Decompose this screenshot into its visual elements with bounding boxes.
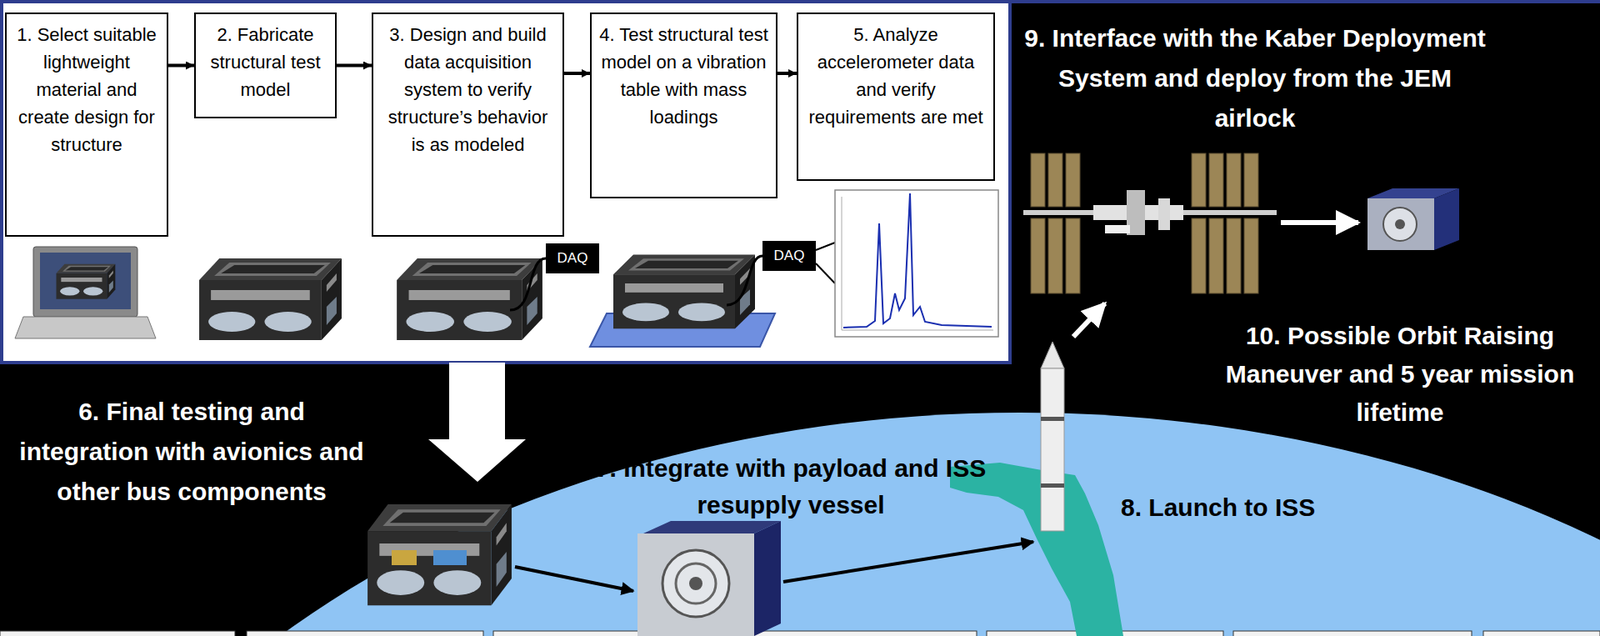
accelerometer-plot (835, 190, 999, 337)
daq-box: DAQ (545, 243, 600, 274)
stage-label: 8. Launch to ISS (1120, 487, 1315, 528)
laptop-icon (15, 246, 156, 339)
flow-arrow (428, 362, 526, 482)
integrated-structure (367, 504, 512, 605)
integrated-structure (367, 504, 512, 605)
process-box: 4. Test structural test model on a vibra… (590, 12, 778, 199)
flow-arrow (1280, 220, 1359, 225)
box-text: 1. Select suitable lightweight material … (13, 20, 160, 159)
structure-model (613, 255, 755, 330)
laptop-icon (40, 252, 131, 310)
cubesat (662, 550, 730, 617)
box-text: DAQ (774, 247, 805, 265)
space-station (1191, 218, 1206, 294)
rocket (1040, 341, 1065, 369)
integrated-structure (433, 550, 467, 565)
structure-model (613, 255, 755, 330)
bottom-strip (0, 630, 1600, 636)
space-station (1209, 153, 1224, 207)
bottom-strip (1483, 630, 1600, 636)
structure-model (396, 258, 543, 340)
flow-arrow (777, 71, 797, 75)
bottom-strip (0, 630, 235, 636)
laptop-icon (15, 316, 156, 339)
deployed-cubesat (1395, 219, 1405, 230)
box-text: DAQ (557, 250, 589, 267)
daq-wire (815, 242, 835, 250)
daq-wire (510, 258, 546, 310)
process-box: 2. Fabricate structural test model (194, 12, 337, 119)
flow-arrow (428, 362, 526, 482)
space-station (1226, 153, 1241, 207)
accelerometer-plot (835, 190, 999, 337)
space-station (1030, 153, 1045, 207)
process-box: 1. Select suitable lightweight material … (5, 12, 169, 237)
box-text: 3. Design and build data acquisition sys… (380, 20, 556, 159)
rocket (1040, 368, 1065, 531)
deployed-cubesat (1383, 207, 1417, 241)
process-box: 3. Design and build data acquisition sys… (371, 12, 565, 237)
cubesat (637, 520, 781, 636)
space-station (1105, 225, 1130, 234)
space-station (1048, 218, 1063, 294)
flow-arrow (564, 71, 590, 75)
flow-arrow (515, 566, 634, 591)
space-station (1226, 218, 1241, 294)
daq-wire (726, 242, 835, 305)
space-station (1191, 153, 1206, 207)
space-station (1048, 153, 1063, 207)
space-station (1244, 218, 1259, 294)
cubesat (754, 520, 781, 636)
bottom-strip (740, 630, 977, 636)
rocket (1040, 416, 1065, 421)
space-station (1209, 218, 1224, 294)
rocket (1040, 483, 1065, 488)
work-panel (1, 1, 1010, 363)
stage-label: 6. Final testing and integration with av… (16, 391, 367, 512)
structure-model (396, 258, 543, 340)
cubesat (637, 533, 755, 636)
accelerometer-plot (841, 330, 994, 331)
process-box: 5. Analyze accelerometer data and verify… (796, 12, 995, 181)
flow-arrow (783, 541, 1034, 582)
bottom-strip (246, 630, 484, 636)
accelerometer-plot (841, 196, 843, 330)
stage-label: 10. Possible Orbit Raising Maneuver and … (1208, 316, 1592, 432)
work-panel (1, 1, 1010, 363)
space-station (1030, 218, 1045, 294)
box-text: 2. Fabricate structural test model (202, 20, 329, 104)
structure-model (199, 258, 342, 340)
space-station (1158, 198, 1170, 230)
daq-wire (510, 258, 546, 310)
cubesat (689, 576, 703, 590)
space-station (1023, 153, 1277, 294)
deployed-cubesat (1434, 188, 1460, 250)
structure-model (199, 258, 342, 340)
flow-arrow (1073, 303, 1105, 337)
daq-wire (726, 255, 763, 305)
deployed-cubesat (1367, 198, 1435, 250)
flow-arrow (336, 64, 372, 68)
box-text: 4. Test structural test model on a vibra… (598, 20, 770, 131)
stage-label: 9. Interface with the Kaber Deployment S… (1021, 18, 1489, 139)
deployed-cubesat (1367, 188, 1460, 250)
laptop-icon (56, 264, 116, 300)
daq-wire (815, 263, 835, 284)
bottom-strip (1233, 630, 1472, 636)
space-station (1065, 218, 1080, 294)
laptop-icon (33, 246, 138, 317)
flow-arrow (168, 64, 195, 68)
cubesat (675, 563, 716, 604)
box-text: 5. Analyze accelerometer data and verify… (805, 20, 987, 131)
space-station (1244, 153, 1259, 207)
daq-box: DAQ (762, 240, 816, 271)
rocket (1040, 341, 1065, 531)
accelerometer-plot (843, 193, 992, 328)
integrated-structure (391, 550, 417, 565)
space-station (1065, 153, 1080, 207)
stage-label: 7. Integrate with payload and ISS resupp… (574, 450, 1008, 524)
